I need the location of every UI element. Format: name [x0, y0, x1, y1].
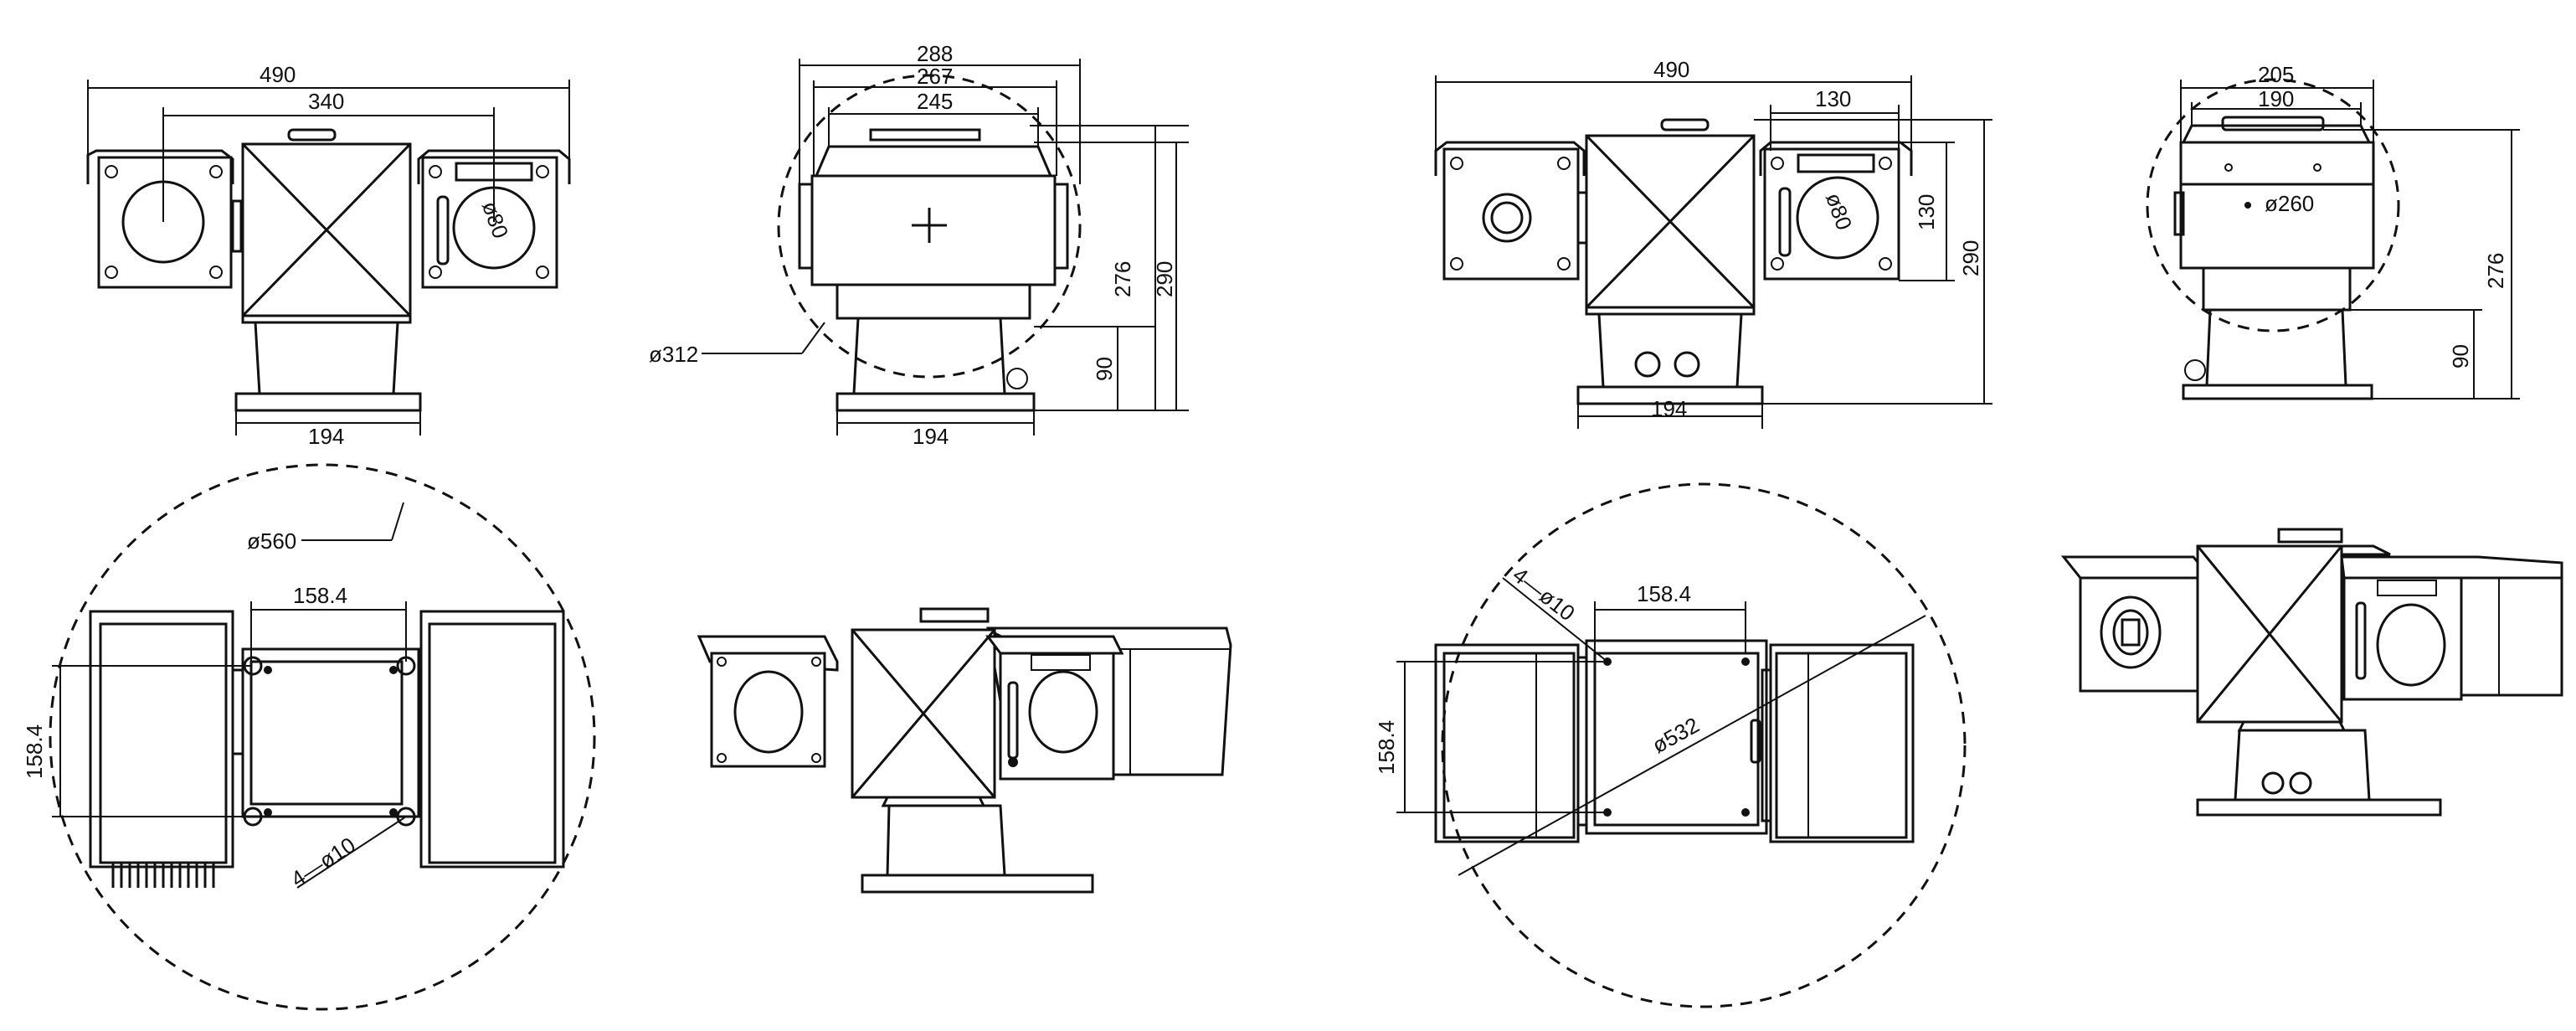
dim-lens-front-right: ø80 [1821, 189, 1858, 233]
view-isometric-left [697, 607, 1232, 894]
dim-circle-top-left: ø560 [247, 528, 296, 554]
dim-base-width-front-right: 194 [1651, 396, 1687, 421]
dim-total-width-front-left: 490 [260, 62, 296, 87]
dim-circle-side-left: ø312 [649, 342, 698, 367]
dim-total-height-front-right: 290 [1958, 240, 1983, 276]
heat-sink-fins [111, 863, 215, 888]
dim-circle-top-right: ø532 [1648, 712, 1703, 758]
dim-inner-width-side-left: 245 [917, 89, 953, 114]
view-top-right: 158.4 158.4 4—ø10 ø532 [1374, 482, 1967, 1008]
dim-lens-front-left: ø80 [477, 198, 514, 241]
dim-mid-width-side-left: 267 [917, 64, 953, 89]
dim-inner-width-front-left: 340 [308, 89, 344, 114]
view-top-left: 158.4 158.4 ø560 4—ø10 [22, 463, 596, 1011]
dim-housing-width-front-right: 130 [1815, 86, 1851, 111]
dim-plate-height-top-right: 158.4 [1374, 720, 1399, 775]
dim-total-width-front-right: 490 [1653, 57, 1689, 82]
view-side-right: ø260 205 190 276 90 [2146, 62, 2520, 400]
dim-base-width-front-left: 194 [308, 424, 344, 449]
dim-plate-width-top-left: 158.4 [293, 583, 347, 608]
dim-height-b-side-left: 290 [1152, 261, 1177, 297]
view-isometric-right [2060, 528, 2563, 817]
dim-housing-height-front-right: 130 [1914, 194, 1939, 230]
dim-base-width-side-left: 194 [913, 424, 949, 449]
dim-height-a-side-left: 276 [1110, 261, 1135, 297]
dim-circle-side-right: ø260 [2265, 191, 2314, 216]
dim-plate-height-top-left: 158.4 [22, 724, 47, 779]
dim-plate-width-top-right: 158.4 [1637, 581, 1691, 606]
view-front-left: 490 340 194 ø80 [86, 62, 571, 449]
dim-base-height-side-right: 90 [2448, 344, 2473, 369]
dim-holes-top-right: 4—ø10 [1508, 562, 1580, 626]
dim-base-height-side-left: 90 [1092, 357, 1117, 381]
dim-top-width-side-right: 205 [2258, 62, 2294, 87]
dim-total-height-side-right: 276 [2483, 253, 2508, 289]
dim-holes-top-left: 4—ø10 [286, 832, 360, 892]
dim-top-width-side-left: 288 [917, 41, 953, 66]
dim-inner-width-side-right: 190 [2258, 86, 2294, 111]
view-front-right: 490 130 194 ø80 130 290 [1434, 57, 1992, 429]
view-side-left: 288 267 245 194 276 290 90 ø312 [649, 41, 1189, 449]
